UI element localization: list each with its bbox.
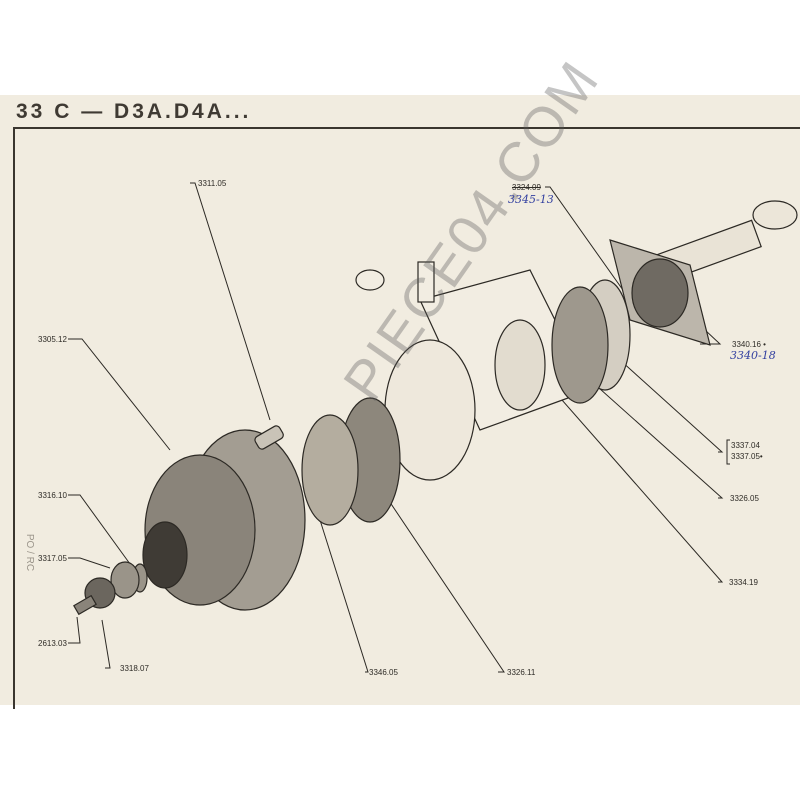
leader-3326-11 [374,479,505,673]
leader-3311-05 [190,182,271,421]
leader-3316-10 [68,494,139,576]
callout-3346-05: 3346.05 [369,668,398,677]
callout-3337-05: 3337.05• [731,452,763,461]
leader-3326-05 [589,379,724,499]
leader-3305-12 [68,338,171,451]
callout-2613-03: 2613.03 [38,639,67,648]
callout-3326-11: 3326.11 [507,668,536,677]
callout-3311-05: 3311.05 [198,179,227,188]
leader-3334-19 [539,374,724,583]
callout-3337-05-text: 3337.05 [731,452,760,461]
leader-2613-03 [68,616,81,644]
callout-3326-05: 3326.05 [730,494,759,503]
callout-3334-19: 3334.19 [729,578,758,587]
callout-3324-09-struck: 3324.09 [512,183,541,192]
callout-3318-07: 3318.07 [120,664,149,673]
diagram-frame: PO / RC [13,127,800,709]
leader-3337-04 [619,359,724,453]
leader-3346-05 [319,519,369,673]
bearing-rings [301,279,631,526]
handwritten-3345-13: 3345-13 [508,193,554,206]
wheel-hub [142,425,306,611]
nut-and-washers [73,561,148,616]
leader-3324-09 [545,186,631,301]
callout-3337-04: 3337.04 [731,441,760,450]
leader-3318-07 [101,619,111,669]
bracket-3337 [726,439,730,465]
page-title: 33 C — D3A.D4A... [16,100,252,123]
handwritten-3340-18: 3340-18 [730,349,776,362]
callout-3340-16-text: 3340.16 [732,340,761,349]
flange-plate [609,239,711,346]
callout-3340-16: 3340.16 • [732,340,766,349]
leader-3317-05 [68,557,111,569]
callout-3316-10: 3316.10 [38,491,67,500]
callout-3305-12: 3305.12 [38,335,67,344]
callout-3317-05: 3317.05 [38,554,67,563]
